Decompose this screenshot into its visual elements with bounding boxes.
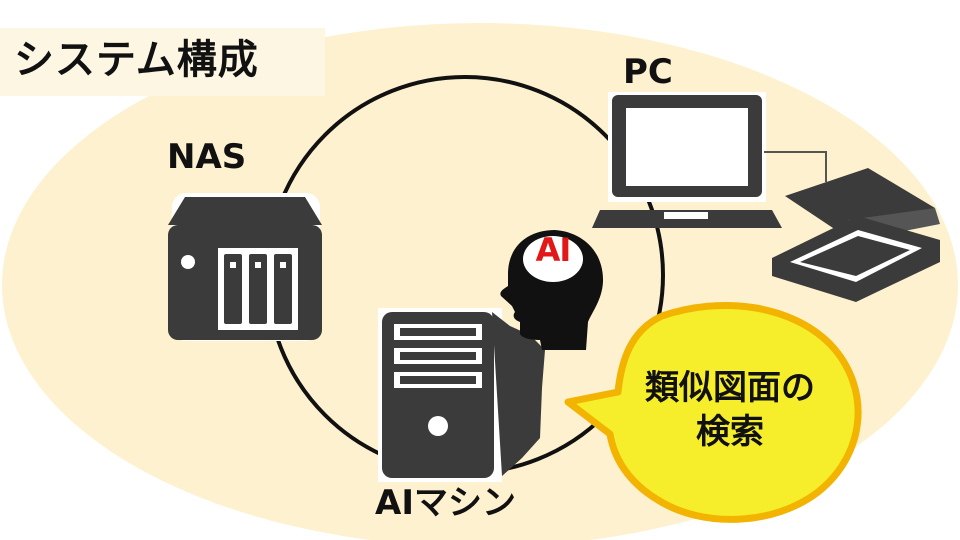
scanner-cable xyxy=(764,151,827,182)
callout-line-1: 類似図面の xyxy=(645,368,815,408)
callout-line-2: 検索 xyxy=(696,412,764,452)
pc-label: PC xyxy=(623,52,673,92)
title-box xyxy=(0,28,325,96)
nas-label: NAS xyxy=(167,137,247,177)
callout-text: 類似図面の 検索 xyxy=(620,366,840,454)
pc-laptop-icon xyxy=(592,92,782,228)
nas-icon xyxy=(168,193,322,341)
callout-bubble xyxy=(564,301,862,523)
diagram-title: システム構成 xyxy=(14,37,259,83)
ai-machine-label: AIマシン xyxy=(375,483,516,523)
ai-tower-icon xyxy=(378,308,545,482)
scanner-icon xyxy=(772,168,940,302)
ai-badge-text: AI xyxy=(535,231,572,269)
ai-head-icon xyxy=(500,230,604,350)
